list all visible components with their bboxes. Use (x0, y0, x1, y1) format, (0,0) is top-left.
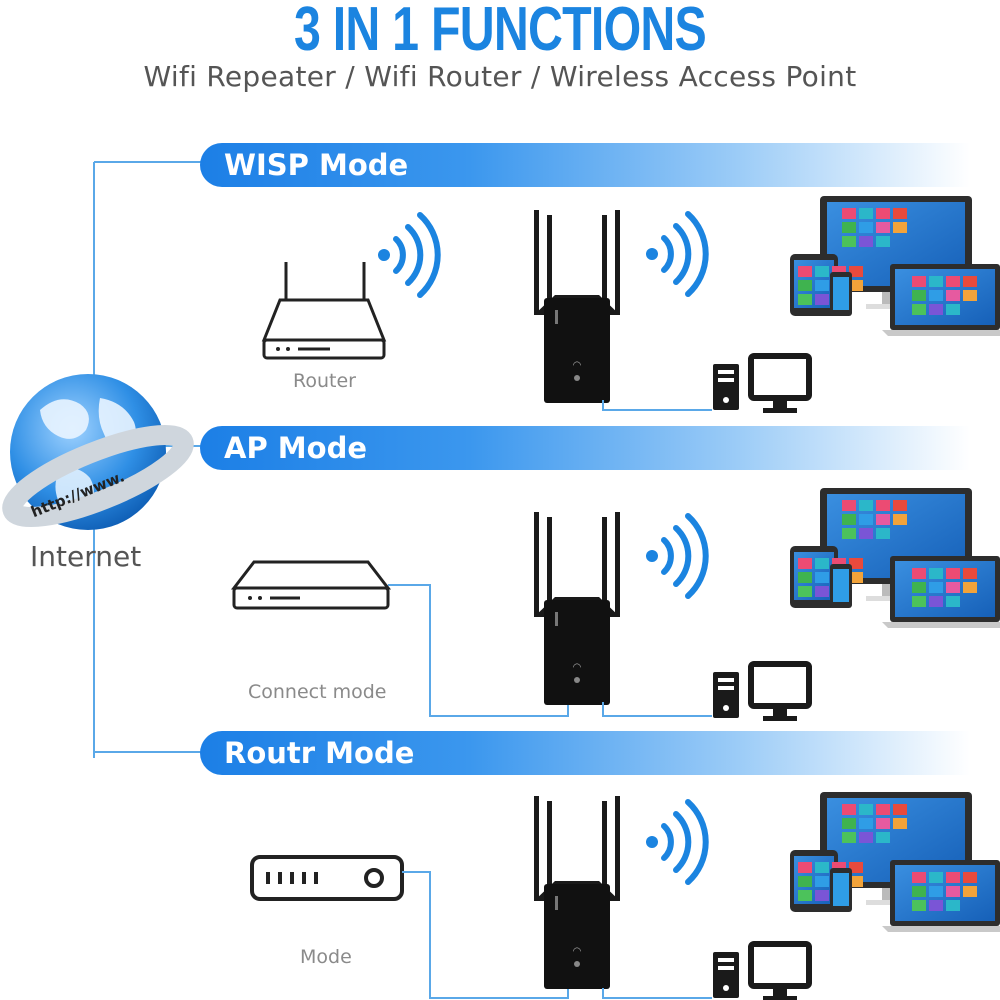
modem-icon (250, 855, 404, 901)
wifi-signal-icon (378, 215, 438, 295)
switch-icon (230, 560, 392, 610)
page-title: 3 IN 1 FUNCTIONS (293, 0, 707, 64)
internet-label: Internet (30, 540, 142, 573)
ap-row (230, 488, 1000, 721)
desktop-pc-icon (713, 944, 809, 1000)
router-label: Router (293, 370, 356, 392)
wifi-signal-icon (646, 214, 706, 294)
client-devices (790, 792, 1000, 932)
repeater-device (534, 796, 620, 989)
page-subtitle: Wifi Repeater / Wifi Router / Wireless A… (143, 60, 857, 93)
desktop-pc-icon (713, 356, 809, 413)
wisp-mode-label: WISP Mode (224, 148, 409, 182)
router-mode-row (250, 792, 1000, 1000)
ap-mode-label: AP Mode (224, 431, 368, 465)
repeater-device (534, 512, 620, 705)
client-devices (790, 196, 1000, 336)
repeater-device (534, 210, 620, 403)
desktop-pc-icon (713, 664, 809, 721)
router-mode-banner: Routr Mode (200, 731, 970, 775)
connect-mode-label: Connect mode (248, 681, 387, 703)
globe-icon: http://www. (2, 374, 194, 530)
router-icon (261, 262, 387, 360)
wifi-signal-icon (646, 516, 706, 596)
router-mode-label: Routr Mode (224, 736, 415, 770)
wifi-signal-icon (646, 802, 706, 882)
modem-label: Mode (300, 946, 352, 968)
wisp-row (261, 196, 1000, 413)
client-devices (790, 488, 1000, 628)
wisp-mode-banner: WISP Mode (200, 143, 970, 187)
ap-mode-banner: AP Mode (200, 426, 970, 470)
